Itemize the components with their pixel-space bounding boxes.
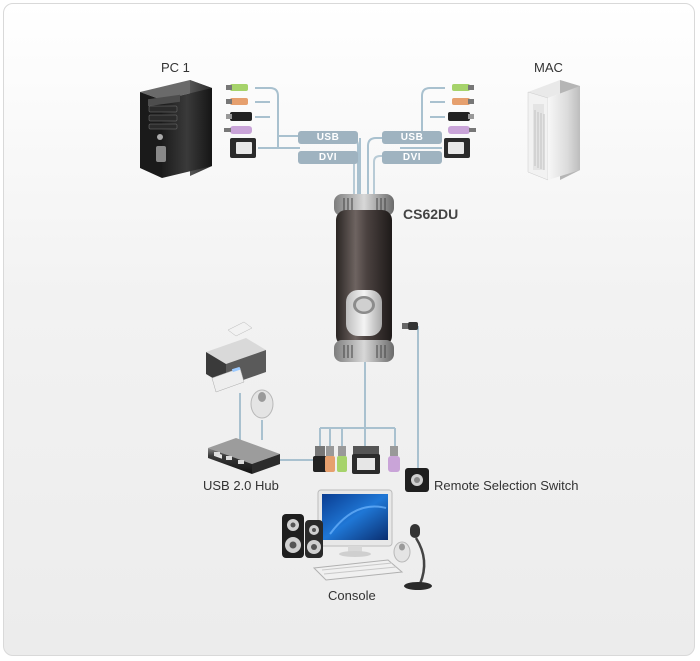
pc1-label: PC 1 <box>161 60 190 75</box>
mac-label: MAC <box>534 60 563 75</box>
remote-jack-icon <box>402 322 418 330</box>
speaker-icon <box>282 514 323 558</box>
left-dvi-tag: DVI <box>298 151 358 164</box>
usb-hub-label: USB 2.0 Hub <box>203 478 279 493</box>
mac-connectors <box>444 84 476 158</box>
microphone-icon <box>404 524 432 590</box>
keyboard-icon <box>312 559 404 581</box>
mouse-icon <box>250 389 274 419</box>
console-connectors <box>313 446 400 474</box>
printer-icon <box>206 321 266 393</box>
monitor-icon <box>317 489 393 557</box>
console-mouse-icon <box>393 541 411 563</box>
remote-switch-label: Remote Selection Switch <box>434 478 579 493</box>
left-usb-tag: USB <box>298 131 358 144</box>
remote-switch-icon <box>405 468 429 492</box>
console-label: Console <box>328 588 376 603</box>
mac-tower-icon <box>527 80 580 181</box>
pc-tower-icon <box>140 80 212 178</box>
cable-lines <box>239 87 445 470</box>
usb-hub-icon <box>208 438 280 474</box>
right-usb-tag: USB <box>382 131 442 144</box>
kvm-switch-icon <box>334 194 394 362</box>
right-dvi-tag: DVI <box>382 151 442 164</box>
switch-model-label: CS62DU <box>403 206 459 222</box>
pc1-connectors <box>224 84 256 158</box>
